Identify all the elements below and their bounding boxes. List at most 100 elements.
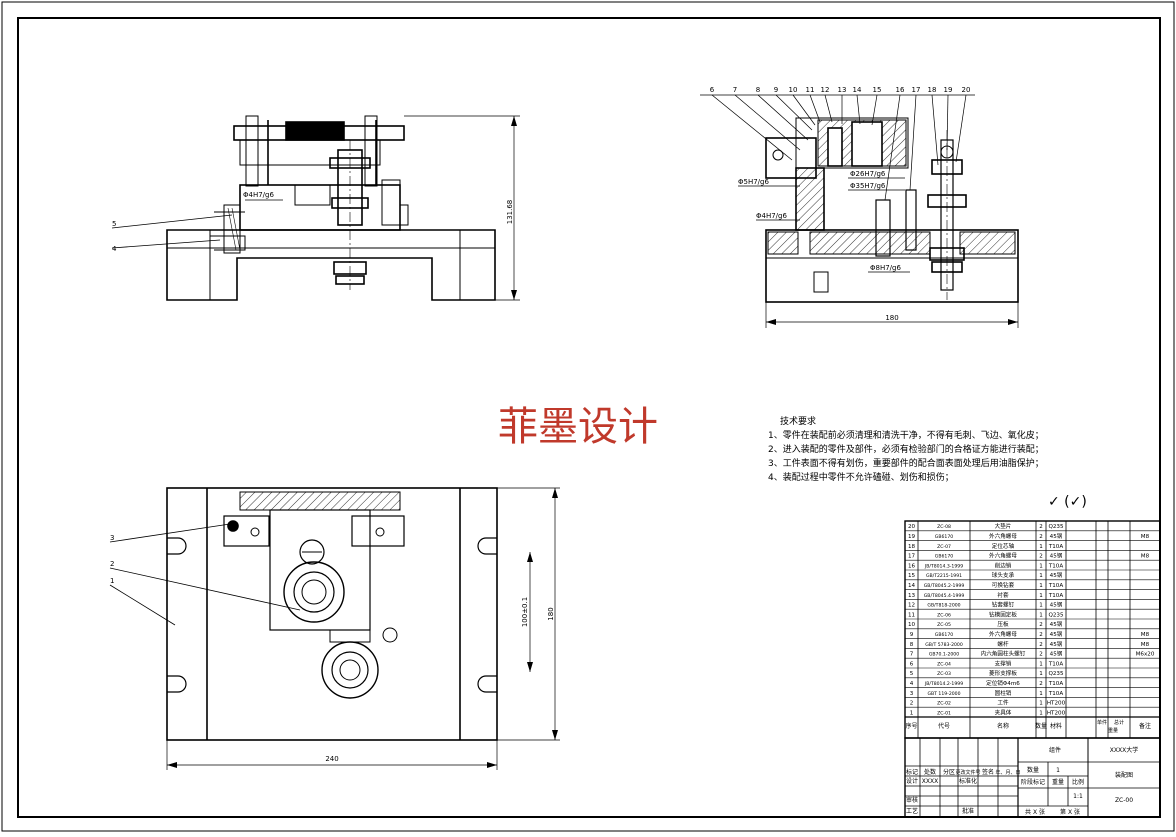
bom-cell-name: 钻套螺钉 xyxy=(992,601,1015,609)
tb-drawing-name: 装配图 xyxy=(1115,771,1133,779)
bom-cell-qty: 1 xyxy=(1039,710,1043,716)
tb-school: XXXX大学 xyxy=(1110,746,1138,754)
bom-cell-mat: Q235 xyxy=(1048,524,1064,530)
tb-weight-label: 重量 xyxy=(1052,778,1064,786)
bom-cell-note: M8 xyxy=(1141,534,1150,540)
side-balloon-18: 18 xyxy=(928,86,937,94)
leader-balloon-4: 4 xyxy=(112,245,117,253)
bom-cell-qty: 2 xyxy=(1039,622,1043,628)
bom-header-cell: 材料 xyxy=(1050,722,1062,730)
bom-cell-no: 2 xyxy=(910,701,914,707)
tb-process-label: 工艺 xyxy=(906,807,918,815)
bom-cell-mat: 45钢 xyxy=(1050,630,1063,638)
bom-cell-mat: 45钢 xyxy=(1050,532,1063,540)
bom-cell-name: 钻模固定板 xyxy=(989,610,1017,618)
bom-cell-no: 4 xyxy=(910,681,914,687)
tb-chg-4: 更改文件号 xyxy=(955,769,980,776)
surface-roughness-mark: ✓ (✓) xyxy=(1048,494,1087,510)
side-fit-2: Φ26H7/g6 xyxy=(850,170,886,178)
bom-cell-mat: Q235 xyxy=(1048,671,1064,677)
bom-cell-name: 可换钻套 xyxy=(992,581,1015,589)
bom-cell-qty: 2 xyxy=(1039,642,1043,648)
watermark-text: 菲墨设计 xyxy=(498,404,658,450)
bom-cell-code: ZC-06 xyxy=(937,612,951,618)
bom-cell-name: 外六角螺母 xyxy=(989,532,1017,540)
top-width-dim: 240 xyxy=(325,755,338,763)
bom-cell-name: 削边销 xyxy=(995,561,1012,569)
leader-balloon-1: 1 xyxy=(110,577,114,585)
bom-cell-mat: 45钢 xyxy=(1050,552,1063,560)
bom-cell-no: 9 xyxy=(910,632,914,638)
bom-header-cell: 数量 xyxy=(1035,722,1047,730)
tb-designer-label: 设计 xyxy=(906,777,918,785)
front-height-dim: 131.68 xyxy=(506,200,514,225)
bom-cell-no: 16 xyxy=(908,563,916,569)
side-balloon-6: 6 xyxy=(710,86,715,94)
bom-cell-no: 7 xyxy=(910,652,914,658)
top-height-dim: 180 xyxy=(547,607,555,620)
bom-cell-qty: 1 xyxy=(1039,603,1043,609)
bom-cell-name: 外六角螺母 xyxy=(989,552,1017,560)
tb-part-name: 组件 xyxy=(1049,746,1061,754)
tb-qty-label: 数量 xyxy=(1027,766,1039,774)
tb-sheet-b: 第 X 张 xyxy=(1060,808,1080,816)
bom-cell-name: 大垫片 xyxy=(995,522,1012,530)
bom-cell-qty: 1 xyxy=(1039,544,1043,550)
tb-qty: 1 xyxy=(1056,767,1060,774)
bom-cell-no: 20 xyxy=(908,524,916,530)
bom-cell-name: 圆柱销 xyxy=(995,689,1012,697)
bom-cell-code: GB/T818-2000 xyxy=(927,603,960,609)
bom-cell-code: GB6170 xyxy=(935,632,953,638)
bom-header-weight: 单件 xyxy=(1097,719,1107,726)
bom-cell-code: ZC-08 xyxy=(937,524,951,530)
top-base-body xyxy=(166,487,498,741)
bom-header-cell: 代号 xyxy=(938,722,950,730)
bom-cell-qty: 2 xyxy=(1039,652,1043,658)
side-fit-5: Φ8H7/g6 xyxy=(870,264,901,272)
tb-designer: XXXX xyxy=(922,778,938,785)
side-drill-plate xyxy=(765,137,817,179)
bom-cell-qty: 1 xyxy=(1039,563,1043,569)
leader-balloon-2: 2 xyxy=(110,560,114,568)
side-fit-1: Φ5H7/g6 xyxy=(738,178,769,186)
side-balloon-20: 20 xyxy=(962,86,971,94)
bom-header-weight: 重量 xyxy=(1108,727,1118,734)
front-view xyxy=(111,115,520,301)
notes-line-1: 1、零件在装配前必须清理和清洗干净，不得有毛刺、飞边、氧化皮； xyxy=(768,429,1044,441)
top-view xyxy=(109,487,560,770)
side-width-dim: 180 xyxy=(885,314,898,322)
bom-cell-code: GB/T 5783-2000 xyxy=(925,642,963,648)
bom-cell-name: 菱形支撑板 xyxy=(989,669,1017,677)
tb-chg-6: 年、月、日 xyxy=(995,769,1020,776)
bom-cell-no: 18 xyxy=(908,544,916,550)
bom-cell-name: 夹具体 xyxy=(995,708,1012,716)
bom-cell-mat: T10A xyxy=(1048,583,1064,589)
bom-cell-code: ZC-03 xyxy=(937,671,951,677)
tb-chg-1: 标记 xyxy=(906,768,918,776)
bom-cell-qty: 2 xyxy=(1039,632,1043,638)
bom-cell-name: 螺杆 xyxy=(997,640,1009,648)
bom-header-weight: 总计 xyxy=(1114,719,1124,726)
bom-cell-no: 15 xyxy=(908,573,916,579)
tb-review-label: 审核 xyxy=(906,796,918,804)
bom-cell-qty: 1 xyxy=(1039,583,1043,589)
side-balloon-17: 17 xyxy=(912,86,921,94)
bom-cell-qty: 2 xyxy=(1039,524,1043,530)
side-balloon-12: 12 xyxy=(821,86,830,94)
bom-cell-mat: 45钢 xyxy=(1050,601,1063,609)
bom-cell-code: GB/T8045.2-1999 xyxy=(924,583,965,589)
bom-cell-no: 8 xyxy=(910,642,914,648)
side-balloon-9: 9 xyxy=(774,86,778,94)
side-balloon-11: 11 xyxy=(806,86,815,94)
technical-notes: 技术要求 1、零件在装配前必须清理和清洗干净，不得有毛刺、飞边、氧化皮； 2、进… xyxy=(768,415,1044,483)
bom-cell-mat: T10A xyxy=(1048,691,1064,697)
bom-cell-qty: 2 xyxy=(1039,681,1043,687)
bom-cell-no: 10 xyxy=(908,622,916,628)
tb-scale-label: 比例 xyxy=(1072,778,1084,786)
bom-cell-mat: T10A xyxy=(1048,544,1064,550)
bom-cell-note: M8 xyxy=(1141,642,1150,648)
bom-cell-mat: 45钢 xyxy=(1050,571,1063,579)
